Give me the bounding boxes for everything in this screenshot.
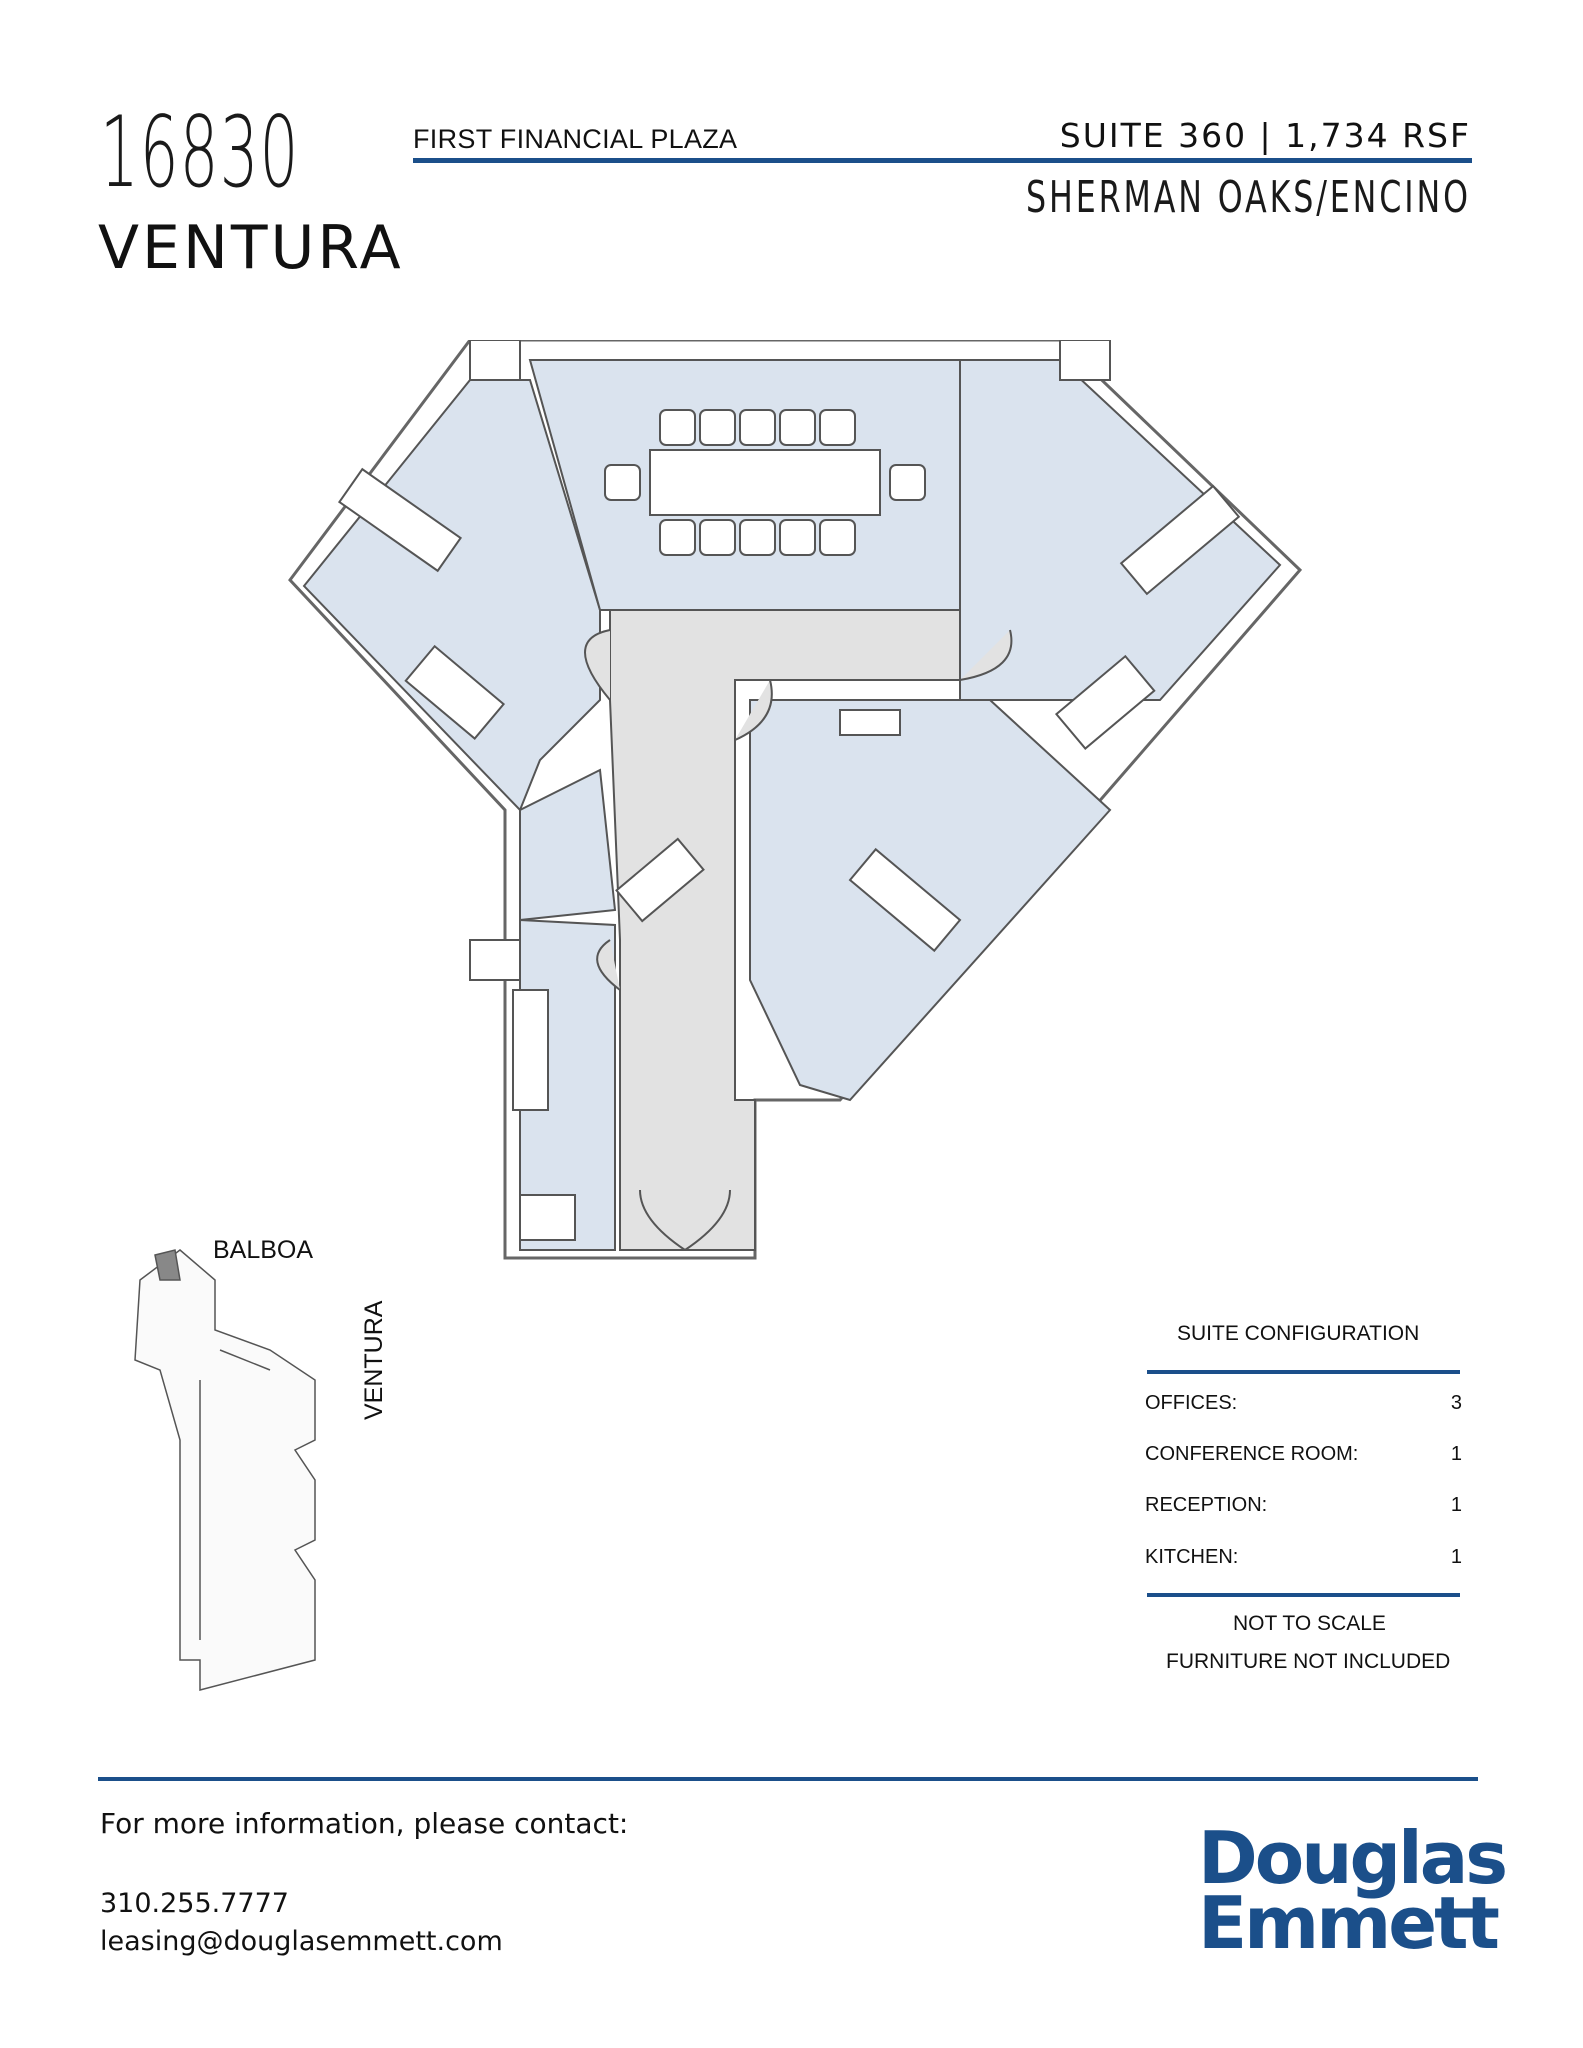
suite-size: SUITE 360 | 1,734 RSF [1059,116,1471,155]
config-label: CONFERENCE ROOM: [1145,1443,1359,1465]
config-row-conference: CONFERENCE ROOM: 1 [1145,1443,1462,1466]
config-value: 1 [1450,1443,1462,1465]
street-label-balboa: BALBOA [213,1236,314,1264]
config-title: SUITE CONFIGURATION [1177,1322,1420,1345]
contact-email[interactable]: leasing@douglasemmett.com [100,1926,503,1957]
contact-heading: For more information, please contact: [100,1807,629,1840]
config-label: RECEPTION: [1145,1494,1268,1516]
config-value: 1 [1450,1546,1462,1568]
config-rule-top [1147,1370,1460,1374]
logo-line-2: Emmett [1198,1880,1500,1965]
street-label-ventura: VENTURA [360,1300,388,1420]
contact-phone[interactable]: 310.255.7777 [100,1888,289,1919]
config-value: 1 [1450,1494,1462,1516]
corridor [609,609,961,1251]
config-rule-bottom [1147,1593,1460,1597]
key-plan [134,1249,316,1691]
floor-plan [288,340,1303,1260]
address-street: VENTURA [98,213,404,283]
config-label: OFFICES: [1145,1392,1238,1414]
config-row-reception: RECEPTION: 1 [1145,1494,1462,1517]
building-name: FIRST FINANCIAL PLAZA [413,124,738,154]
note-furniture: FURNITURE NOT INCLUDED [1166,1650,1451,1673]
footer-rule [98,1777,1478,1781]
address-number: 16830 [100,96,300,210]
submarket: SHERMAN OAKS/ENCINO [1026,172,1471,223]
note-not-to-scale: NOT TO SCALE [1233,1612,1386,1635]
company-logo: Douglas Emmett [1198,1816,1508,1965]
config-row-offices: OFFICES: 3 [1145,1392,1462,1415]
logo-line-1: Douglas [1198,1816,1508,1900]
reception [519,768,617,922]
config-value: 3 [1450,1392,1462,1414]
config-row-kitchen: KITCHEN: 1 [1145,1546,1462,1569]
config-label: KITCHEN: [1145,1546,1239,1568]
header-rule [413,158,1472,163]
